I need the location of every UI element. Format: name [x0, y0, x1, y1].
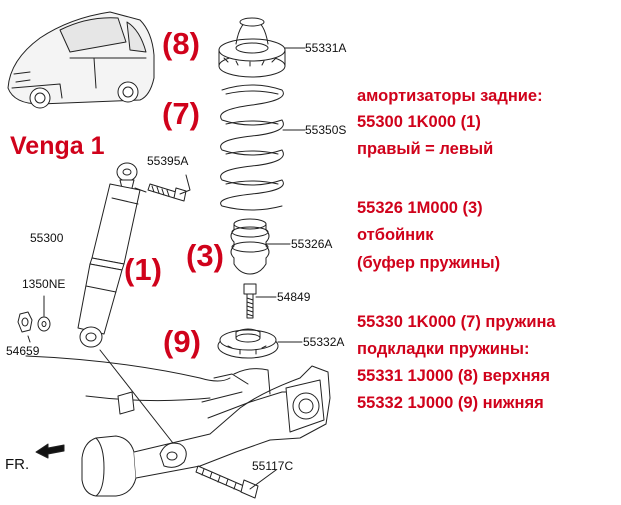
car-illustration	[7, 11, 155, 109]
note-spring-part: 55330 1K000 (7) пружина	[357, 313, 556, 331]
nut-and-washer	[17, 295, 51, 343]
note-shock-part: 55300 1K000 (1)	[357, 113, 481, 131]
bump-stop-bolt	[243, 283, 277, 319]
front-direction-label: FR.	[5, 456, 30, 473]
part-label-55300: 55300	[30, 231, 64, 245]
callout-3: (3)	[186, 238, 224, 273]
part-label-55326A: 55326A	[291, 237, 333, 251]
note-lower-pad: 55332 1J000 (9) нижняя	[357, 394, 544, 412]
part-label-54659: 54659	[6, 344, 40, 358]
coil-spring	[220, 84, 306, 211]
shock-absorber	[77, 162, 147, 348]
note-bumpstop-desc: (буфер пружины)	[357, 254, 501, 272]
car-model-label: Venga 1	[10, 132, 105, 160]
upper-spring-pad	[218, 17, 306, 78]
part-label-55395A: 55395A	[147, 154, 189, 168]
part-label-54849: 54849	[277, 290, 311, 304]
part-label-55332A: 55332A	[303, 335, 345, 349]
part-label-55117C: 55117C	[252, 459, 294, 473]
note-upper-pad: 55331 1J000 (8) верхняя	[357, 367, 551, 385]
note-bumpstop-part: 55326 1M000 (3)	[357, 199, 483, 217]
callout-9: (9)	[163, 324, 201, 359]
bump-stop	[230, 218, 291, 275]
part-label-55350S: 55350S	[305, 123, 347, 137]
callout-1: (1)	[124, 252, 162, 287]
rear-axle	[25, 349, 331, 497]
note-bumpstop-name: отбойник	[357, 226, 434, 244]
upper-mount-bolt	[147, 174, 191, 202]
part-label-1350NE: 1350NE	[22, 277, 66, 291]
lower-spring-pad	[217, 328, 303, 359]
front-direction-arrow	[35, 443, 65, 459]
note-shock-heading: амортизаторы задние:	[357, 87, 543, 105]
note-shock-sides: правый = левый	[357, 140, 494, 158]
callout-7: (7)	[162, 96, 200, 131]
axle-bolt	[195, 465, 277, 499]
note-pads-heading: подкладки пружины:	[357, 340, 530, 358]
part-label-55331A: 55331A	[305, 41, 347, 55]
callout-8: (8)	[162, 26, 200, 61]
